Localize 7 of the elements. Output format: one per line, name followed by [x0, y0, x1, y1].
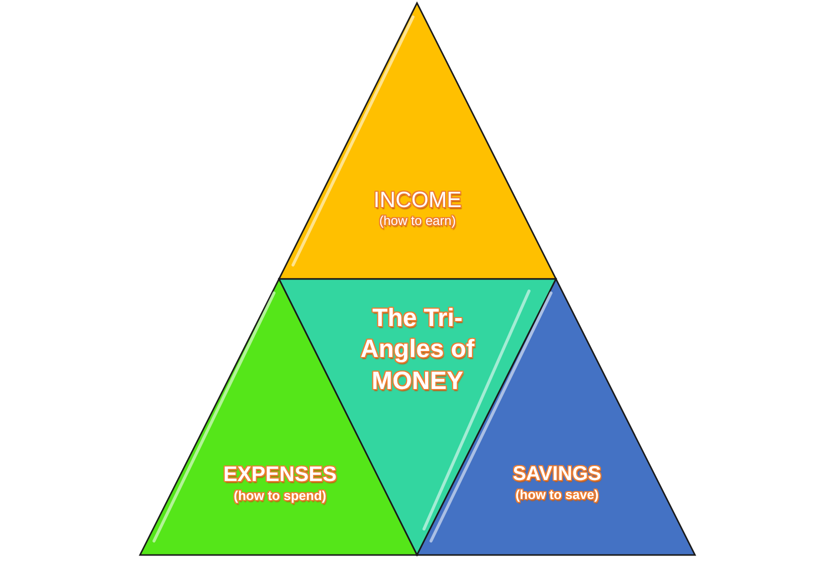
subtitle-text: (how to spend) [234, 489, 326, 504]
subtitle-text: (how to save) [515, 488, 599, 503]
subtitle-text: (how to earn) [379, 214, 456, 230]
title-text: The Tri-Angles of MONEY [360, 303, 476, 396]
heading-text: INCOME [374, 187, 462, 212]
heading-text: SAVINGS [512, 463, 602, 486]
heading-text: EXPENSES [223, 463, 337, 488]
